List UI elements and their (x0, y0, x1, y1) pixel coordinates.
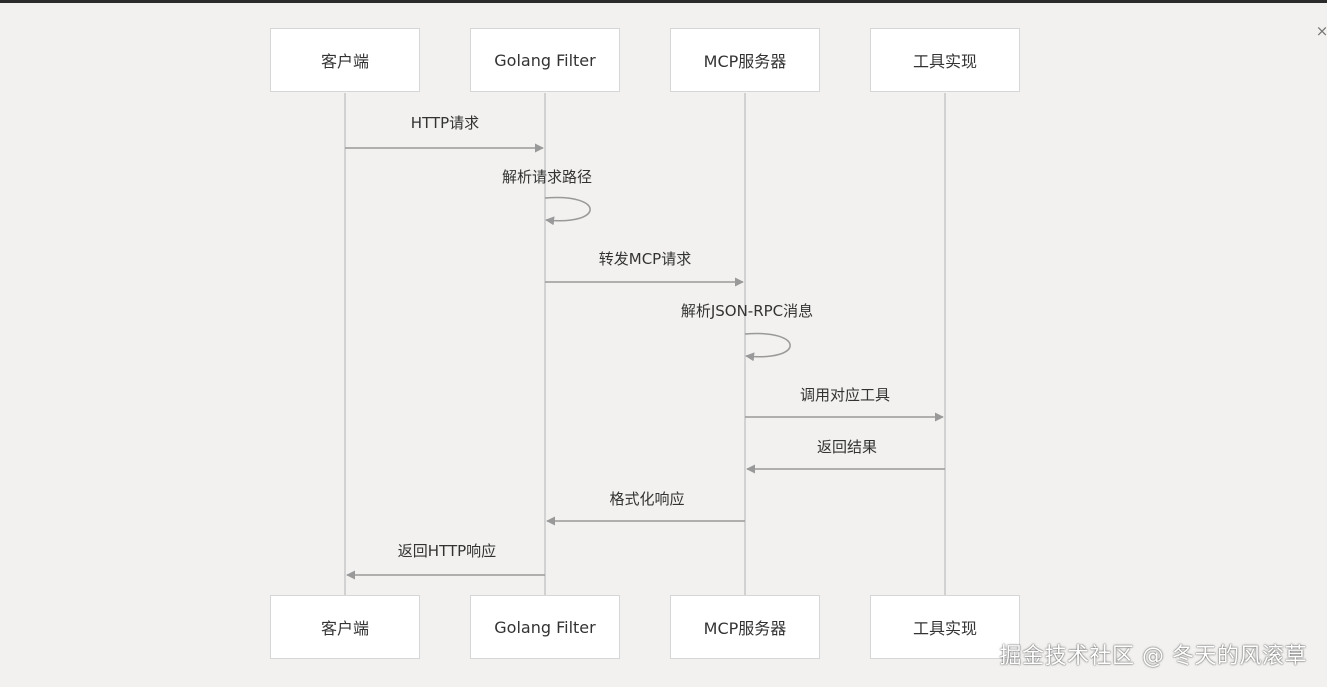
actor-bottom-client: 客户端 (270, 595, 420, 659)
message-label-return-result: 返回结果 (817, 438, 877, 456)
actor-top-tool-impl: 工具实现 (870, 28, 1020, 92)
message-label-http-request: HTTP请求 (411, 114, 479, 132)
message-label-parse-path: 解析请求路径 (502, 168, 592, 186)
message-label-return-http-response: 返回HTTP响应 (398, 542, 496, 560)
actor-bottom-tool-impl: 工具实现 (870, 595, 1020, 659)
watermark: 掘金技术社区 @ 冬天的风滚草 (999, 644, 1307, 669)
message-arrow-parse-jsonrpc (744, 332, 791, 362)
message-arrow-parse-path (544, 196, 591, 226)
message-label-forward-mcp: 转发MCP请求 (599, 250, 691, 268)
actor-bottom-mcp-server: MCP服务器 (670, 595, 820, 659)
close-icon[interactable]: × (1315, 22, 1327, 40)
message-label-parse-jsonrpc: 解析JSON-RPC消息 (681, 302, 813, 320)
actor-top-mcp-server: MCP服务器 (670, 28, 820, 92)
message-label-format-response: 格式化响应 (609, 490, 684, 508)
message-label-call-tool: 调用对应工具 (800, 386, 890, 404)
actor-top-client: 客户端 (270, 28, 420, 92)
actor-bottom-golang-filter: Golang Filter (470, 595, 620, 659)
window-top-bar (0, 0, 1327, 3)
actor-top-golang-filter: Golang Filter (470, 28, 620, 92)
